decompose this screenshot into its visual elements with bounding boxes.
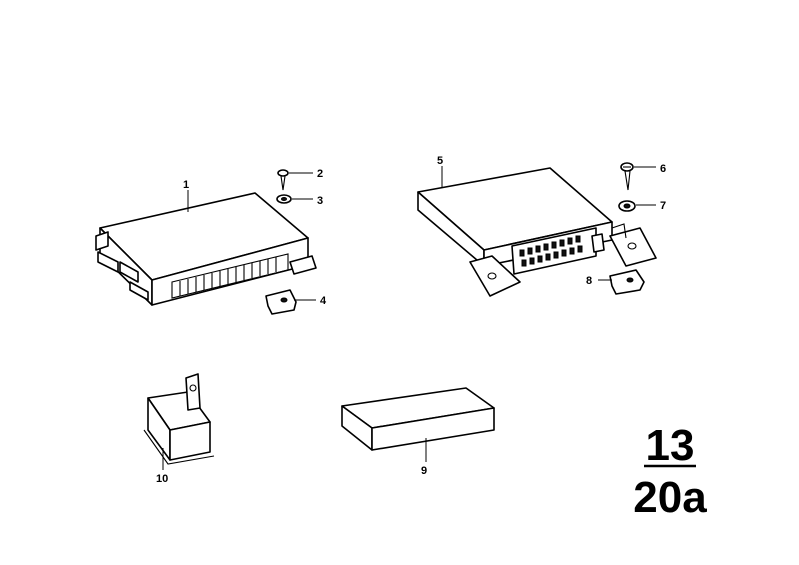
screw-6[interactable]: 6 — [620, 162, 666, 191]
callout-2: 2 — [317, 168, 323, 180]
callout-9: 9 — [421, 465, 427, 477]
group-number-label: 13 20a — [633, 421, 707, 522]
screw-2[interactable]: 2 — [277, 168, 323, 191]
connector-pins-5 — [519, 235, 583, 267]
callout-5: 5 — [437, 155, 443, 167]
clip-nut-4[interactable]: 4 — [265, 289, 327, 315]
connector-pins-1 — [179, 257, 277, 296]
washer-3[interactable]: 3 — [276, 194, 323, 207]
callout-8: 8 — [586, 275, 592, 287]
block-9[interactable]: 9 — [341, 387, 495, 477]
callout-3: 3 — [317, 195, 323, 207]
callout-7: 7 — [660, 200, 666, 212]
callout-4: 4 — [320, 295, 327, 307]
relay-10[interactable]: 10 — [143, 373, 215, 485]
callout-1: 1 — [183, 179, 189, 191]
clip-nut-8[interactable]: 8 — [586, 269, 645, 295]
control-unit-5[interactable]: 5 — [417, 155, 657, 297]
callout-6: 6 — [660, 163, 666, 175]
washer-7[interactable]: 7 — [618, 200, 666, 212]
group-number-top: 13 — [646, 421, 695, 470]
callout-10: 10 — [156, 473, 168, 485]
group-number-bottom: 20a — [633, 473, 707, 522]
control-unit-1[interactable]: 1 — [95, 179, 317, 306]
